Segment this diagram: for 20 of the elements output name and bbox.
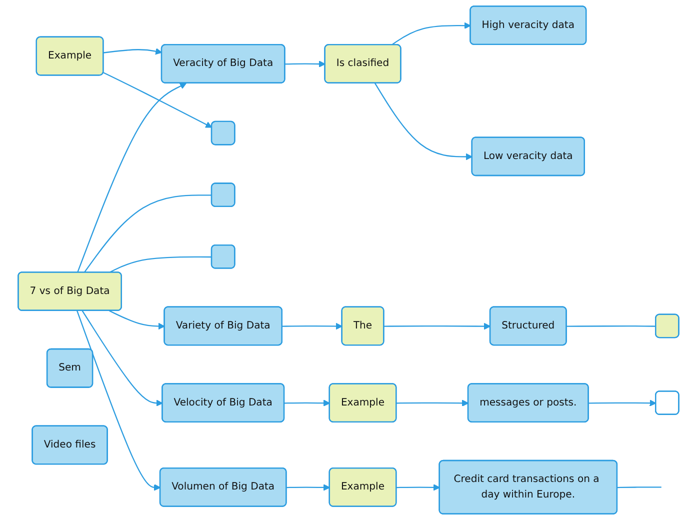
arrow: [284, 400, 330, 406]
connector: [83, 194, 212, 273]
connector: [108, 256, 212, 274]
arrow: [390, 22, 470, 46]
arrow: [102, 72, 212, 128]
connector: [566, 325, 656, 327]
arrow: [282, 322, 342, 330]
connector: [616, 486, 661, 488]
arrow: [76, 82, 186, 273]
arrow: [81, 310, 162, 406]
arrow: [396, 400, 468, 407]
arrow: [396, 484, 440, 491]
arrow: [76, 310, 160, 491]
arrow: [103, 48, 162, 55]
arrow: [374, 82, 472, 160]
arrow: [284, 60, 325, 68]
arrow: [588, 400, 656, 406]
arrow: [384, 322, 490, 330]
arrow: [108, 310, 164, 330]
arrow: [286, 484, 330, 491]
